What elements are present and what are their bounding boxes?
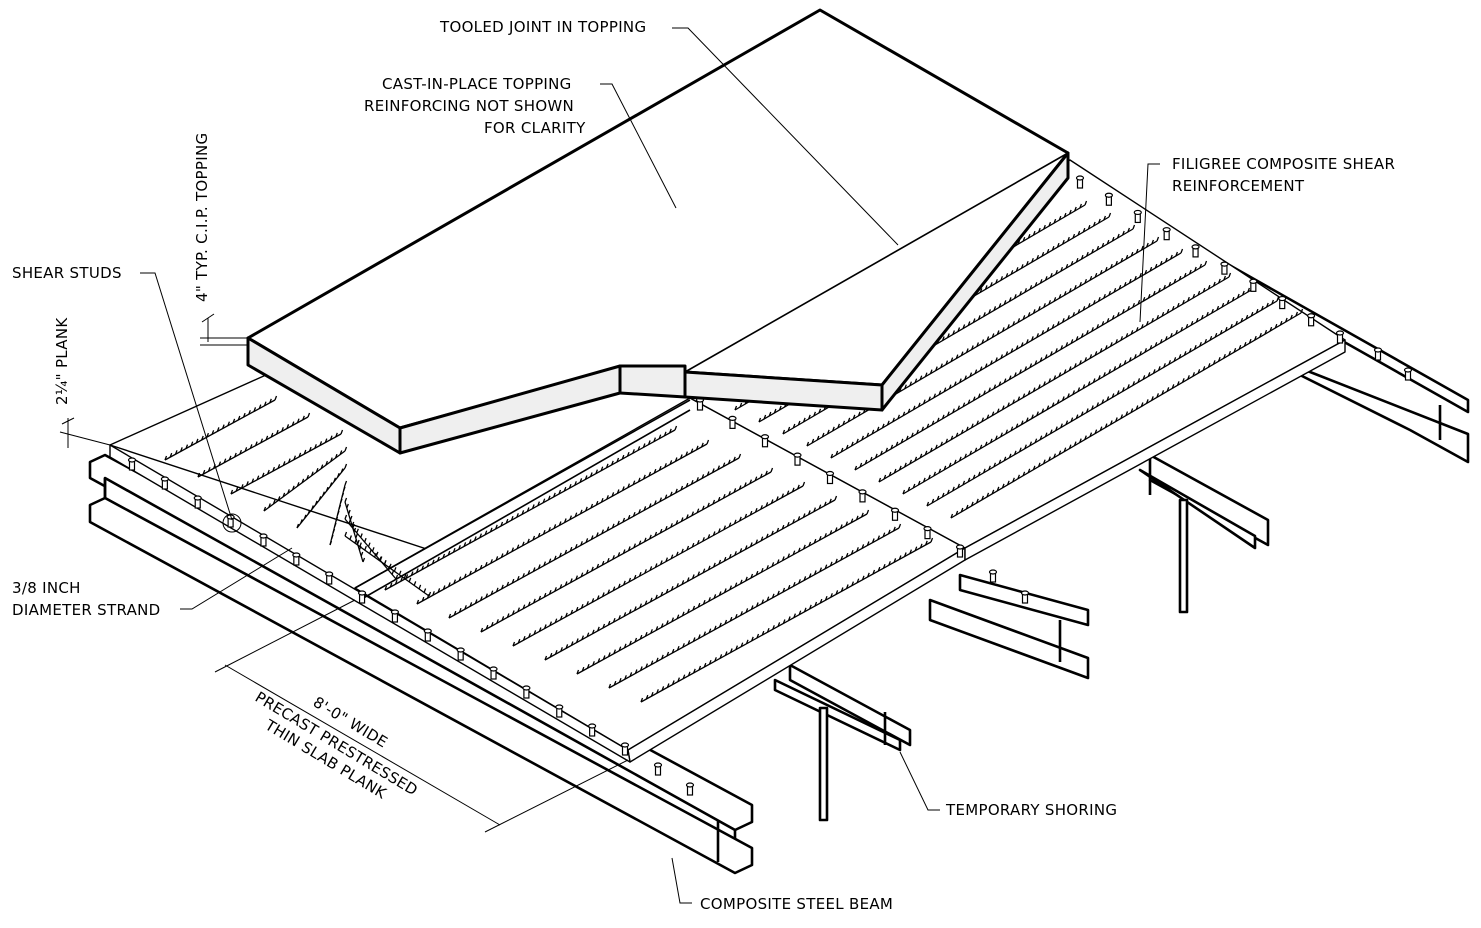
filigree-truss bbox=[512, 481, 806, 647]
shear-stud bbox=[522, 685, 531, 699]
filigree-truss bbox=[480, 467, 774, 633]
label-cip-topping-line2: REINFORCING NOT SHOWN bbox=[364, 97, 574, 115]
shear-stud bbox=[1278, 295, 1287, 310]
filigree-truss bbox=[902, 284, 1256, 495]
filigree-truss bbox=[197, 412, 311, 478]
filigree-truss bbox=[878, 272, 1232, 483]
shear-stud bbox=[456, 647, 465, 661]
filigree-truss bbox=[544, 495, 838, 661]
label-strand-line1: 3/8 INCH bbox=[12, 579, 81, 597]
temporary-shoring-posts bbox=[818, 498, 1189, 822]
shear-stud bbox=[653, 762, 663, 776]
filigree-truss bbox=[384, 425, 678, 591]
shear-stud bbox=[1373, 347, 1383, 361]
shear-stud bbox=[988, 569, 998, 583]
shear-stud bbox=[620, 742, 630, 756]
shear-stud bbox=[588, 723, 597, 737]
label-strand-line2: DIAMETER STRAND bbox=[12, 601, 161, 619]
filigree-truss bbox=[576, 509, 870, 675]
shear-stud bbox=[292, 552, 301, 566]
precast-planks bbox=[109, 159, 1346, 763]
shear-stud bbox=[890, 507, 900, 521]
shear-stud bbox=[728, 415, 737, 429]
filigree-truss bbox=[164, 395, 278, 461]
shear-stud bbox=[923, 526, 932, 540]
shear-stud bbox=[793, 452, 802, 466]
shear-stud bbox=[1020, 590, 1030, 604]
shear-stud bbox=[1191, 244, 1200, 258]
label-shear-studs: SHEAR STUDS bbox=[12, 264, 122, 282]
filigree-truss bbox=[854, 260, 1208, 471]
shear-stud bbox=[1307, 313, 1316, 327]
shear-stud bbox=[1403, 367, 1413, 381]
filigree-truss bbox=[344, 531, 432, 597]
label-cip-topping-line1: CAST-IN-PLACE TOPPING bbox=[382, 75, 572, 93]
shear-stud bbox=[685, 782, 695, 796]
shear-stud bbox=[1249, 278, 1258, 292]
shear-stud bbox=[1075, 175, 1085, 189]
filigree-truss bbox=[230, 429, 344, 495]
filigree-truss bbox=[640, 537, 934, 703]
label-topping-dim: 4" TYP. C.I.P. TOPPING bbox=[193, 133, 211, 302]
shear-stud bbox=[259, 533, 268, 547]
filigree-truss bbox=[608, 523, 902, 689]
filigree-truss bbox=[416, 439, 710, 605]
shear-stud bbox=[357, 590, 367, 604]
shear-stud bbox=[127, 457, 137, 471]
filigree-truss bbox=[329, 480, 348, 546]
shear-stud bbox=[1162, 227, 1171, 241]
cip-topping bbox=[246, 8, 1070, 455]
filigree-truss bbox=[830, 248, 1184, 459]
shear-stud bbox=[1104, 192, 1113, 206]
label-filigree-line1: FILIGREE COMPOSITE SHEAR bbox=[1172, 155, 1395, 173]
label-plank-dim: 2¼" PLANK bbox=[53, 317, 71, 405]
shear-stud bbox=[325, 571, 334, 585]
shear-stud bbox=[1133, 209, 1142, 224]
dimension-lines bbox=[59, 313, 629, 833]
label-temporary-shoring: TEMPORARY SHORING bbox=[945, 801, 1117, 819]
shear-stud bbox=[423, 628, 432, 642]
shear-stud bbox=[760, 434, 770, 448]
filigree-truss bbox=[296, 463, 348, 529]
filigree-truss bbox=[344, 497, 366, 563]
shear-stud bbox=[1220, 261, 1229, 275]
shear-stud bbox=[160, 476, 169, 490]
filigree-truss bbox=[950, 308, 1304, 519]
shear-stud-group bbox=[127, 175, 1413, 796]
shear-stud bbox=[390, 609, 400, 623]
label-cip-topping-line3: FOR CLARITY bbox=[484, 119, 586, 137]
label-tooled-joint: TOOLED JOINT IN TOPPING bbox=[439, 18, 646, 36]
shear-stud bbox=[555, 704, 564, 718]
filigree-truss bbox=[263, 446, 348, 512]
shear-stud bbox=[695, 397, 705, 411]
shear-stud bbox=[858, 489, 867, 503]
label-filigree-line2: REINFORCEMENT bbox=[1172, 177, 1305, 195]
shear-stud bbox=[955, 544, 965, 558]
shear-stud bbox=[825, 470, 835, 485]
leader-lines bbox=[140, 27, 1160, 904]
shear-stud bbox=[193, 495, 202, 509]
filigree-truss bbox=[448, 453, 742, 619]
shear-stud bbox=[489, 666, 498, 680]
shear-stud bbox=[1335, 330, 1345, 344]
filigree-truss bbox=[926, 296, 1280, 507]
label-composite-beam: COMPOSITE STEEL BEAM bbox=[700, 895, 893, 913]
